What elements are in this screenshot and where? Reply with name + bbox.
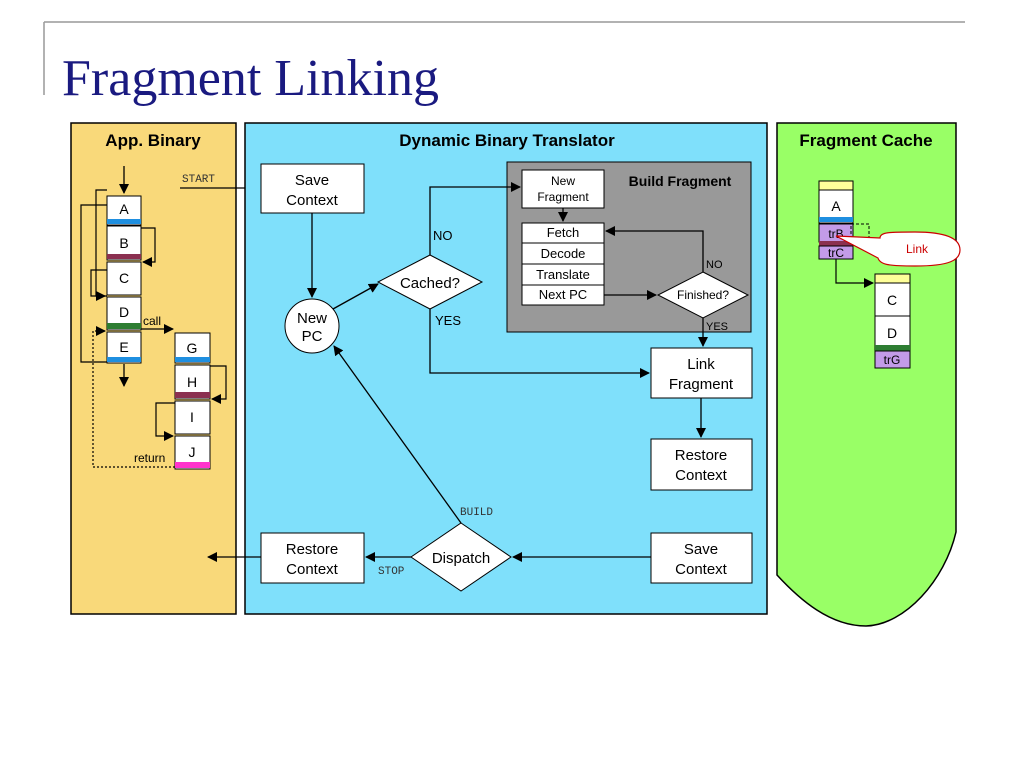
- edge-C-loop: [90, 269, 107, 301]
- cache-fragment-2: C D trG: [874, 273, 911, 369]
- build-fragment-title: Build Fragment: [629, 173, 732, 189]
- finished-yes-label: YES: [706, 321, 728, 333]
- translator-panel: Dynamic Binary Translator Build Fragment…: [244, 122, 768, 615]
- finished-decision: Finished?: [656, 271, 750, 319]
- svg-text:Cached?: Cached?: [400, 275, 460, 292]
- edge-I-loop: [155, 402, 175, 441]
- translate-step: Translate: [521, 263, 605, 286]
- svg-text:Translate: Translate: [536, 267, 590, 282]
- edge-cached-yes: [429, 309, 650, 378]
- svg-text:J: J: [189, 444, 196, 460]
- block-E: E: [106, 331, 142, 364]
- svg-text:Link: Link: [906, 242, 929, 256]
- edge-B-to-C: [141, 227, 156, 267]
- stop-label: STOP: [378, 566, 405, 578]
- svg-text:Finished?: Finished?: [677, 288, 729, 302]
- block-D: D: [106, 296, 142, 331]
- fetch-step: Fetch: [521, 222, 605, 244]
- cached-decision: Cached?: [376, 254, 484, 310]
- edge-cached-no: [429, 182, 521, 255]
- block-B: B: [106, 225, 142, 261]
- app-binary-title: App. Binary: [105, 131, 201, 150]
- edge-finished-no: [605, 226, 704, 272]
- block-A: A: [106, 195, 142, 226]
- cached-no-label: NO: [433, 228, 453, 243]
- svg-text:Dispatch: Dispatch: [432, 550, 490, 567]
- fragment-cache-panel: Fragment Cache A trB trC C D trG: [776, 122, 961, 627]
- svg-text:Next PC: Next PC: [539, 287, 587, 302]
- start-label: START: [182, 174, 215, 186]
- build-label: BUILD: [460, 507, 493, 519]
- svg-text:Decode: Decode: [541, 246, 586, 261]
- finished-no-label: NO: [706, 259, 723, 271]
- block-C: C: [106, 261, 142, 296]
- svg-text:B: B: [119, 235, 128, 251]
- link-callout: Link: [835, 231, 961, 267]
- edge-H-to-I: [210, 365, 227, 404]
- edge-trC-to-C: [835, 259, 874, 288]
- svg-text:H: H: [187, 374, 197, 390]
- block-I: I: [174, 400, 211, 435]
- svg-text:D: D: [119, 304, 129, 320]
- next-pc-step: Next PC: [521, 284, 605, 306]
- edge-newpc-to-cached: [332, 283, 379, 310]
- block-J: J: [174, 435, 211, 470]
- svg-text:trC: trC: [828, 246, 844, 260]
- cache-fragment-1: A trB trC: [818, 180, 854, 260]
- edge-A-to-C: [80, 204, 107, 363]
- svg-text:Fetch: Fetch: [547, 225, 580, 240]
- svg-text:trG: trG: [884, 353, 901, 367]
- fragment-cache-title: Fragment Cache: [799, 131, 932, 150]
- svg-text:A: A: [831, 198, 841, 214]
- svg-text:A: A: [119, 201, 129, 217]
- page-title: Fragment Linking: [62, 50, 439, 107]
- edge-dispatch-build: [333, 345, 462, 524]
- call-label: call: [143, 314, 161, 328]
- block-H: H: [174, 364, 211, 400]
- translator-title: Dynamic Binary Translator: [399, 131, 615, 150]
- svg-text:D: D: [887, 325, 897, 341]
- block-G: G: [174, 332, 211, 364]
- svg-text:G: G: [187, 340, 198, 356]
- svg-text:C: C: [119, 270, 129, 286]
- app-binary-panel: App. Binary A B C D E: [70, 122, 237, 615]
- decode-step: Decode: [521, 242, 605, 265]
- link-dashed-marker: [850, 223, 870, 242]
- svg-text:I: I: [190, 409, 194, 425]
- return-edge: [92, 326, 175, 468]
- dispatch-decision: Dispatch: [410, 522, 512, 592]
- cached-yes-label: YES: [435, 313, 461, 328]
- return-label: return: [134, 451, 165, 465]
- svg-text:C: C: [887, 292, 897, 308]
- svg-text:E: E: [119, 339, 128, 355]
